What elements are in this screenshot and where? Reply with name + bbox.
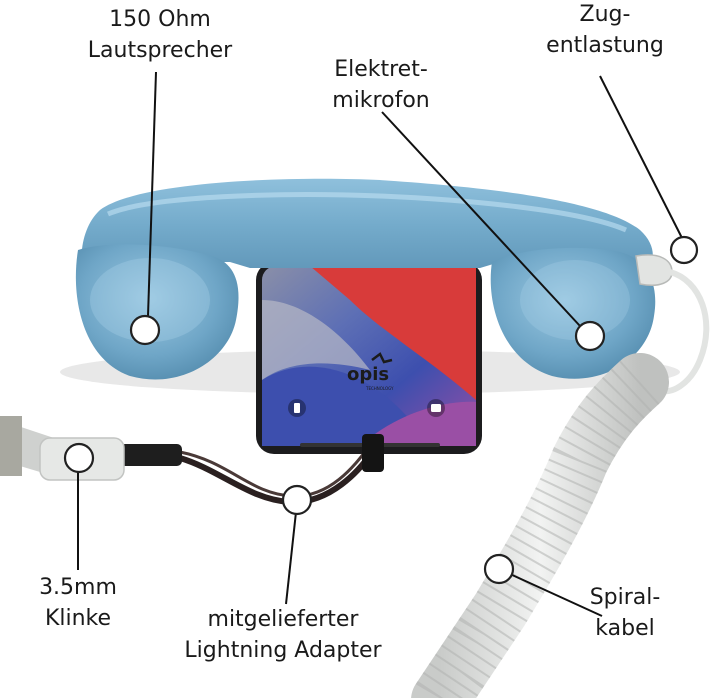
speaker-label: 150 Ohm Lautsprecher bbox=[75, 4, 245, 66]
microphone-label: Elektret- mikrofon bbox=[316, 54, 446, 116]
microphone-label-line1: Elektret- bbox=[334, 57, 428, 82]
opis-logo-mark bbox=[371, 352, 393, 364]
smartphone: opis TECHNOLOGY bbox=[256, 262, 482, 454]
jack-plug bbox=[0, 416, 125, 481]
coil-cable-marker bbox=[483, 553, 515, 585]
speaker-marker bbox=[129, 314, 161, 346]
annotation-markers bbox=[63, 235, 699, 585]
microphone-label-line2: mikrofon bbox=[332, 88, 430, 113]
coil-cable-leader-line bbox=[509, 573, 603, 617]
lightning-plug bbox=[362, 434, 384, 472]
microphone-earcup bbox=[490, 247, 656, 379]
strain-relief-label-line2: entlastung bbox=[546, 33, 664, 58]
adapter-socket bbox=[120, 444, 182, 466]
strain-relief bbox=[635, 254, 673, 286]
adapter-label: mitgelieferter Lightning Adapter bbox=[168, 604, 398, 666]
speaker-earcup bbox=[75, 244, 239, 380]
speaker-leader-line bbox=[147, 71, 157, 317]
speaker-label-line1: 150 Ohm bbox=[109, 7, 211, 32]
jack-label: 3.5mm Klinke bbox=[8, 572, 148, 634]
coil-cable-label-line1: Spiral- bbox=[589, 585, 661, 610]
adapter-label-line1: mitgelieferter bbox=[207, 607, 359, 632]
microphone-leader-line bbox=[381, 111, 581, 327]
opis-logo-subtext: TECHNOLOGY bbox=[365, 386, 394, 391]
adapter-label-line2: Lightning Adapter bbox=[184, 638, 382, 663]
microphone-marker bbox=[574, 320, 606, 352]
strain-relief-leader-line bbox=[599, 75, 683, 239]
jack-label-line2: Klinke bbox=[44, 606, 112, 631]
adapter-leader-line bbox=[285, 511, 297, 605]
strain-relief-label-line1: Zug- bbox=[579, 2, 631, 27]
annotation-lines bbox=[77, 71, 683, 617]
strain-relief-label: Zug- entlastung bbox=[530, 0, 680, 61]
speaker-label-line2: Lautsprecher bbox=[87, 38, 233, 63]
strain-relief-marker bbox=[669, 235, 699, 265]
jack-label-line1: 3.5mm bbox=[39, 575, 117, 600]
telephone-handset bbox=[75, 178, 673, 380]
handset-cable bbox=[658, 269, 710, 395]
jack-marker bbox=[63, 442, 95, 474]
coil-cable-label-line2: kabel bbox=[595, 616, 655, 641]
adapter-marker bbox=[281, 484, 313, 516]
opis-logo: opis bbox=[347, 364, 389, 385]
coil-cable-label: Spiral- kabel bbox=[570, 582, 680, 644]
coil-cable bbox=[411, 353, 669, 698]
